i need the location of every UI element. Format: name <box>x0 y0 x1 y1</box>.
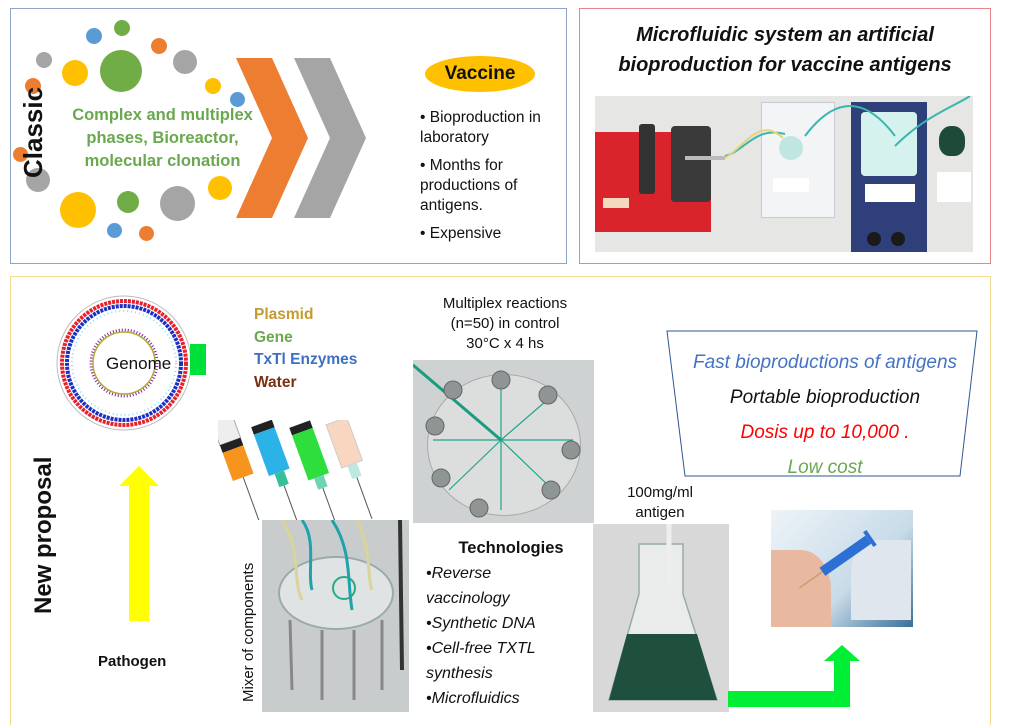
caption-line: 30°C x 4 hs <box>466 335 544 352</box>
bubble <box>86 28 102 44</box>
bubble <box>205 78 221 94</box>
mixer-photo <box>262 520 409 712</box>
genome-label: Genome <box>106 354 172 373</box>
component-txtl-enzymes: TxTl Enzymes <box>254 351 358 368</box>
gene-marker <box>190 344 206 375</box>
bubble <box>26 168 50 192</box>
microfluidic-title: Microfluidic system an artificial biopro… <box>590 20 980 80</box>
component-plasmid: Plasmid <box>254 306 314 323</box>
benefit-low-cost: Low cost <box>787 457 863 478</box>
multiplex-chip-photo <box>413 360 594 523</box>
new-proposal-label: New proposal <box>30 456 57 614</box>
title-line: bioproduction for vaccine antigens <box>618 54 952 76</box>
concentration-label: 100mg/ml antigen <box>600 483 720 523</box>
bubble <box>173 50 197 74</box>
pathogen-label: Pathogen <box>98 653 167 670</box>
mixer-label: Mixer of components <box>240 562 257 702</box>
tech-item: •Microfluidics <box>426 690 520 707</box>
bubble <box>160 186 195 221</box>
benefits-box <box>666 330 978 477</box>
lab-setup-photo <box>595 96 973 252</box>
bubble <box>230 92 245 107</box>
tubing <box>724 96 971 159</box>
concentration-value: 100mg/ml <box>627 484 693 501</box>
bubble <box>208 176 232 200</box>
microfluidic-panel <box>579 8 991 264</box>
bullet-item: • Expensive <box>420 225 502 242</box>
erlenmeyer-flask <box>608 524 719 701</box>
syringes-image <box>218 420 373 520</box>
new-proposal-panel <box>10 276 991 725</box>
tech-item: •Synthetic DNA <box>426 615 536 632</box>
caption-line: Multiplex reactions <box>442 295 568 312</box>
benefit-portable: Portable bioproduction <box>729 387 921 408</box>
title-line: Microfluidic system an artificial <box>636 24 934 46</box>
up-arrow-yellow-icon <box>119 466 159 621</box>
tech-item: •Cell-free TXTL <box>426 640 536 657</box>
classic-bullets: • Bioproduction in laboratory • Months f… <box>420 108 565 252</box>
multiplex-caption: Multiplex reactions (n=50) in control 30… <box>420 294 590 354</box>
tech-item: •Reverse <box>426 565 492 582</box>
technologies-heading: Technologies <box>458 539 564 557</box>
bubble <box>114 20 130 36</box>
bubble <box>117 191 139 213</box>
bubble <box>62 60 88 86</box>
reaction-chip <box>413 363 581 518</box>
bubble <box>100 50 142 92</box>
classic-panel <box>10 8 567 264</box>
classic-description: Complex and multiplex phases, Bioreactor… <box>72 106 253 170</box>
benefit-dosis: Dosis up to 10,000 . <box>740 422 910 443</box>
technologies-list: Technologies •Reverse vaccinology •Synth… <box>426 536 596 711</box>
bubble <box>13 147 28 162</box>
bubble <box>151 38 167 54</box>
tech-item: synthesis <box>426 665 493 682</box>
caption-line: (n=50) in control <box>450 315 560 332</box>
bent-arrow-green-icon <box>728 645 860 707</box>
tech-item: vaccinology <box>426 590 510 607</box>
component-list: Plasmid Gene TxTl Enzymes Water <box>254 304 357 394</box>
antigen-flask <box>939 126 965 156</box>
bubble <box>36 52 52 68</box>
mixer-box <box>761 102 835 218</box>
bubble <box>60 192 96 228</box>
component-gene: Gene <box>254 328 293 346</box>
bullet-item: • Bioproduction in laboratory <box>420 109 541 146</box>
benefit-fast: Fast bioproductions of antigens <box>692 352 958 373</box>
bubble <box>107 223 122 238</box>
chevron-gray-icon <box>294 58 366 218</box>
classic-label: Classic <box>18 86 48 178</box>
vaccine-badge: Vaccine <box>425 56 535 92</box>
flask-photo <box>593 524 729 712</box>
bubble <box>25 78 41 94</box>
bubble <box>139 226 154 241</box>
genome-map <box>56 295 206 431</box>
bullet-item: • Months for productions of antigens. <box>420 157 518 214</box>
process-chevrons <box>236 58 366 218</box>
injection-photo <box>771 510 913 627</box>
component-water: Water <box>254 373 297 391</box>
concentration-unit: antigen <box>635 504 685 521</box>
chevron-orange-icon <box>236 58 308 218</box>
